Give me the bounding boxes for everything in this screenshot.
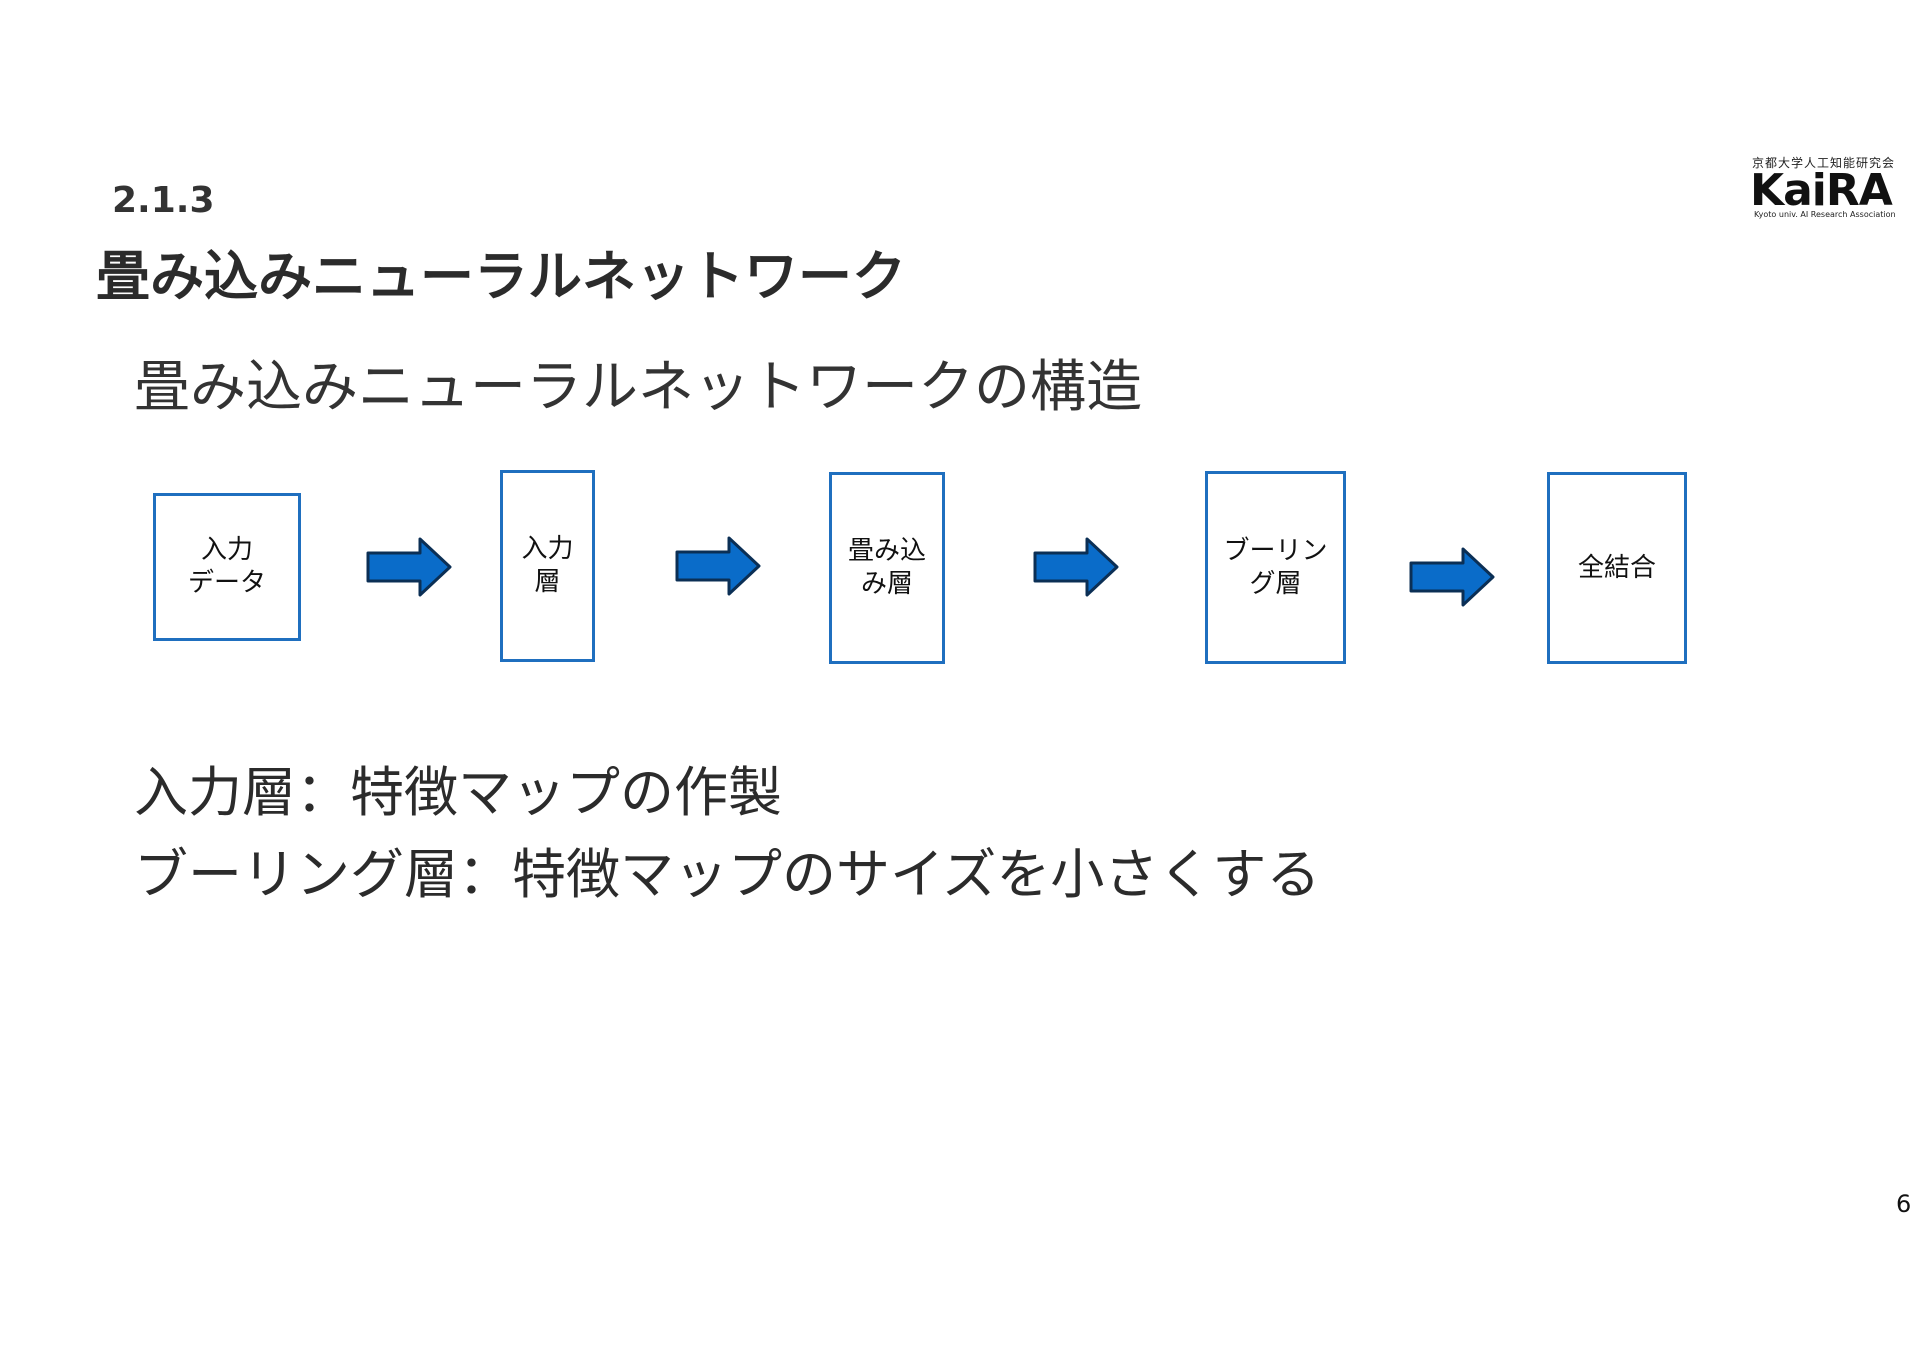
logo-sub-text: Kyoto univ. AI Research Association: [1754, 210, 1896, 219]
page-number: 6: [1896, 1190, 1912, 1218]
box-conv-layer: 畳み込 み層: [829, 472, 945, 664]
arrow-icon: [1033, 537, 1119, 597]
box-fully-connected: 全結合: [1547, 472, 1687, 664]
box-input-layer: 入力 層: [500, 470, 595, 662]
box-input-data: 入力 データ: [153, 493, 301, 641]
logo-top-text: 京都大学人工知能研究会: [1752, 156, 1896, 170]
arrow-icon: [1409, 547, 1495, 607]
description-input-layer: 入力層：特徴マップの作製: [134, 761, 782, 824]
description-pooling-layer: ブーリング層：特徴マップのサイズを小さくする: [134, 843, 1321, 906]
box-pooling-layer: ブーリン グ層: [1205, 471, 1346, 664]
arrow-icon: [675, 536, 761, 596]
subtitle: 畳み込みニューラルネットワークの構造: [134, 355, 1142, 420]
section-number: 2.1.3: [112, 180, 215, 221]
kaira-logo: 京都大学人工知能研究会 KaiRA Kyoto univ. AI Researc…: [1750, 154, 1912, 222]
slide-title: 畳み込みニューラルネットワーク: [96, 245, 906, 308]
arrow-icon: [366, 537, 452, 597]
logo-main-text: KaiRA: [1750, 165, 1893, 216]
